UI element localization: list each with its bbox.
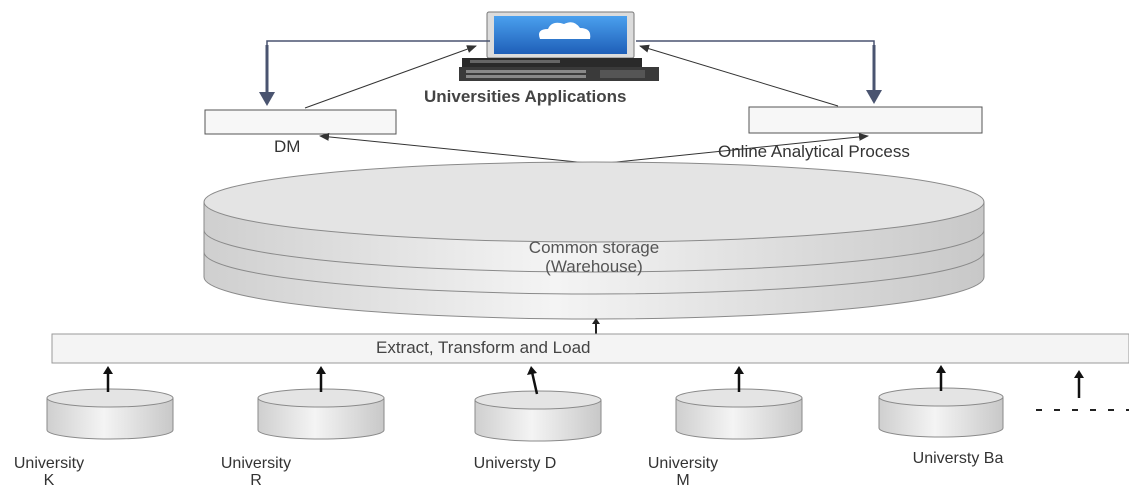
source-label-d: Universty D — [473, 455, 557, 472]
computer-icon — [459, 11, 659, 81]
warehouse-label-line2: (Warehouse) — [545, 257, 643, 276]
feedback-arrow-right — [636, 40, 882, 104]
source-cylinder-r — [257, 388, 385, 440]
cloud-icon — [539, 22, 591, 39]
source-label-m: University M — [647, 455, 719, 489]
dm-label: DM — [274, 137, 301, 156]
source-cylinder-ba — [878, 387, 1004, 438]
source-cylinder-d — [474, 390, 602, 442]
olap-box — [748, 106, 983, 134]
arrow-warehouse-to-olap — [596, 132, 869, 165]
dm-box — [204, 109, 397, 135]
source-cylinder-m — [675, 388, 803, 440]
warehouse-label-line1: Common storage — [528, 238, 660, 257]
etl-label: Extract, Transform and Load — [376, 338, 591, 357]
feedback-arrow-left — [259, 40, 490, 106]
arrow-olap-to-apps — [639, 44, 839, 107]
source-arrows — [106, 371, 1081, 398]
olap-label: Online Analytical Process — [718, 142, 910, 161]
source-cylinder-k — [46, 388, 174, 440]
warehouse-cylinder — [203, 161, 985, 320]
etl-bar — [51, 333, 1129, 364]
arrow-dm-to-apps — [304, 45, 477, 109]
source-label-k: University K — [13, 455, 85, 489]
source-label-r: University R — [220, 455, 292, 489]
arrow-warehouse-to-dm — [319, 132, 598, 165]
apps-label: Universities Applications — [424, 87, 627, 106]
source-label-ba: Universty Ba — [912, 450, 1004, 467]
